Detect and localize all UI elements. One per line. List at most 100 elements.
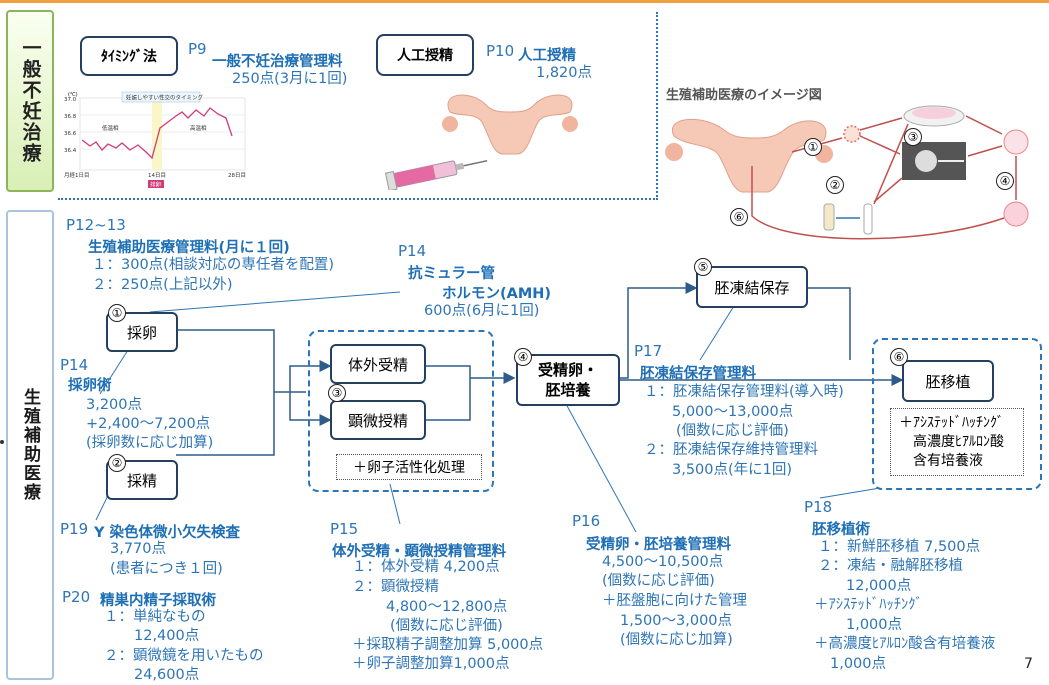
bbt-ytick: 36.8: [64, 114, 77, 120]
img-step-6: ⑥: [730, 208, 748, 226]
p16-line3: ＋胚盤胞に向けた管理: [602, 593, 747, 609]
oocyte-activation-label: ＋卵子活性化処理: [353, 460, 465, 476]
p16-line5: (個数に応じ加算): [620, 632, 733, 648]
bbt-chart: (℃) 37.0 36.8 36.6 36.4 妊娠しやすい性交のタイミング 低…: [64, 91, 246, 189]
bullet-dot: [0, 440, 4, 444]
step-2-marker: ②: [108, 454, 126, 472]
mgmt-title: 生殖補助医療管理料(月に１回): [88, 240, 290, 256]
timing-box-label: ﾀｲﾐﾝｸﾞ法: [101, 49, 157, 65]
testis-line3: ２：顕微鏡を用いたもの: [104, 648, 264, 664]
bbt-ytick: 37.0: [64, 97, 77, 103]
step-1-marker: ①: [108, 304, 126, 322]
egg-box-label: 採卵: [126, 323, 157, 342]
icsi-box-label: 顕微授精: [347, 411, 408, 430]
p17-line4: ２：胚凍結保存維持管理料: [644, 442, 818, 458]
y-line1: 3,770点: [110, 541, 167, 557]
bbt-ovulation: 排卵: [150, 181, 162, 189]
img-step-2: ②: [826, 176, 844, 194]
oocyte-activation-box: ＋卵子活性化処理: [336, 454, 482, 480]
timing-title: 一般不妊治療管理料: [212, 54, 343, 70]
bbt-ytick: 36.6: [64, 131, 77, 137]
p15-line6: ＋卵子調整加算1,000点: [352, 656, 510, 672]
p18-line6: ＋高濃度ﾋｱﾙﾛﾝ酸含有培養液: [814, 636, 996, 652]
embryo-transfer-box: 胚移植: [902, 360, 994, 402]
bbt-low-label: 低温相: [102, 124, 119, 132]
embryo-culture-box: 受精卵・ 胚培養: [516, 354, 620, 406]
bbt-x-start: 月経1日目: [64, 171, 90, 179]
p17-line5: 3,500点(年に1回): [672, 462, 793, 478]
y-line2: (患者につき１回): [110, 561, 223, 577]
p18-line3: 12,000点: [846, 578, 912, 594]
section-divider: [58, 198, 658, 200]
testis-page: P20: [62, 588, 91, 606]
ai-box: 人工授精: [376, 34, 474, 76]
p17-title: 胚凍結保存管理料: [640, 366, 756, 382]
p18-line1: １：新鮮胚移植 7,500点: [818, 539, 981, 555]
transfer-group: [872, 338, 1042, 490]
p18-line7: 1,000点: [830, 656, 887, 672]
ai-box-label: 人工授精: [397, 48, 453, 64]
ivf-box-label: 体外受精: [347, 355, 408, 374]
ai-page: P10: [486, 42, 515, 60]
bbt-x-mid: 14日目: [148, 172, 166, 179]
top-border: [0, 0, 1049, 3]
p15-line4: (個数に応じ評価): [390, 618, 503, 634]
syringe-icon: [384, 160, 488, 190]
amh-page: P14: [398, 242, 427, 260]
p18-line4: ＋ｱｼｽﾃｯﾄﾞﾊｯﾁﾝｸﾞ: [814, 597, 923, 613]
p15-line3: 4,800～12,800点: [386, 599, 508, 615]
testis-line4: 24,600点: [134, 667, 200, 683]
egg-line3: (採卵数に応じ加算): [86, 435, 214, 451]
bbt-high-label: 高温相: [190, 124, 207, 132]
egg-page: P14: [60, 356, 89, 374]
sperm-collection-box: 採精: [106, 460, 178, 500]
transfer-option-2: 高濃度ﾋｱﾙﾛﾝ酸: [913, 433, 1004, 450]
bbt-unit: (℃): [68, 92, 78, 98]
p17-line1: １：胚凍結保存管理料(導入時): [644, 384, 844, 400]
p17-line3: (個数に応じ評価): [676, 423, 789, 439]
img-step-3: ③: [904, 128, 922, 146]
p16-title: 受精卵・胚培養管理料: [586, 537, 731, 553]
bbt-ytick: 36.4: [64, 148, 77, 154]
p15-page: P15: [330, 520, 359, 538]
transfer-box-label: 胚移植: [925, 372, 971, 391]
p17-page: P17: [634, 342, 663, 360]
image-title: 生殖補助医療のイメージ図: [666, 88, 822, 103]
egg-title: 採卵術: [68, 378, 112, 394]
icsi-box: 顕微授精: [330, 400, 426, 440]
y-page: P19: [60, 520, 89, 538]
mgmt-line1: １：300点(相談対応の専任者を配置): [92, 257, 334, 273]
p18-line5: 1,000点: [846, 617, 903, 633]
amh-title1: 抗ミュラー管: [408, 266, 495, 282]
p16-line2: (個数に応じ評価): [602, 573, 715, 589]
y-title: Y 染色体微小欠失検査: [94, 525, 241, 541]
uterus-illustration: [442, 94, 578, 155]
testis-title: 精巣内精子採取術: [100, 593, 216, 609]
p17-line2: 5,000～13,000点: [672, 404, 794, 420]
p18-title: 胚移植術: [812, 522, 870, 538]
testis-line1: １：単純なもの: [104, 609, 206, 625]
culture-box-label: 受精卵・ 胚培養: [537, 361, 598, 399]
label-text: 生殖補助医療: [20, 388, 40, 502]
section-label-general: 一般不妊治療: [6, 10, 54, 192]
section-label-art: 生殖補助医療: [6, 210, 54, 680]
egg-line1: 3,200点: [86, 397, 143, 413]
p18-line2: ２：凍結・融解胚移植: [818, 558, 963, 574]
img-step-1: ①: [804, 138, 822, 156]
mgmt-page: P12~13: [66, 216, 126, 234]
freezing-box-label: 胚凍結保存: [714, 278, 790, 297]
transfer-options-box: ＋ｱｼｽﾃｯﾄﾞﾊｯﾁﾝｸﾞ 高濃度ﾋｱﾙﾛﾝ酸 含有培養液: [890, 408, 1024, 476]
transfer-option-1: ＋ｱｼｽﾃｯﾄﾞﾊｯﾁﾝｸﾞ: [899, 414, 1004, 431]
step-6-marker: ⑥: [890, 348, 908, 366]
timing-page: P9: [188, 40, 207, 58]
section-divider-vertical: [656, 12, 658, 200]
timing-method-box: ﾀｲﾐﾝｸﾞ法: [80, 36, 178, 76]
p15-line5: ＋採取精子調整加算 5,000点: [352, 637, 544, 653]
step-4-marker: ④: [514, 348, 532, 366]
embryo-freezing-box: 胚凍結保存: [696, 266, 808, 308]
ivf-box: 体外受精: [330, 344, 426, 384]
p16-line1: 4,500～10,500点: [602, 554, 724, 570]
amh-title2: ホルモン(AMH): [442, 286, 552, 302]
step-5-marker: ⑤: [694, 258, 712, 276]
